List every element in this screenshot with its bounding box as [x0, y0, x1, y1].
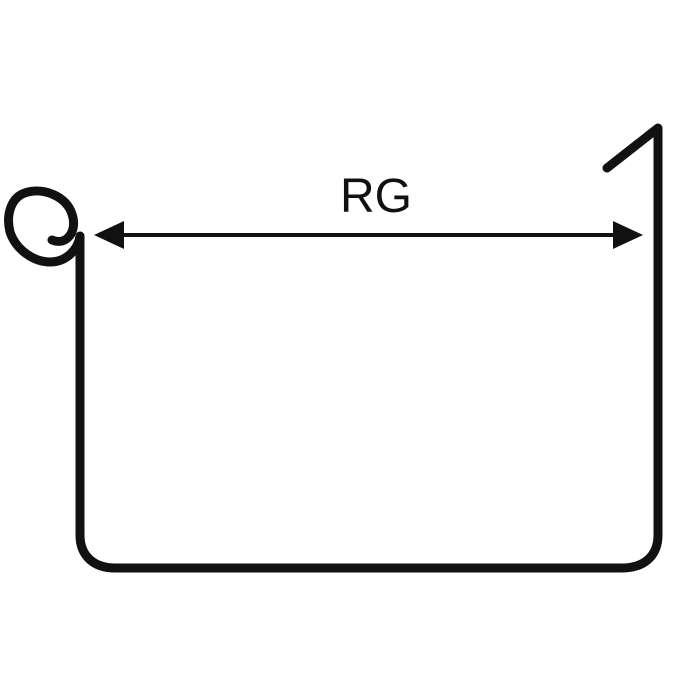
right-arrowhead — [613, 221, 643, 249]
left-arrowhead — [94, 221, 124, 249]
width-dimension — [94, 221, 643, 249]
dimension-label: RG — [340, 170, 412, 223]
gutter-profile-outline — [4, 123, 663, 573]
